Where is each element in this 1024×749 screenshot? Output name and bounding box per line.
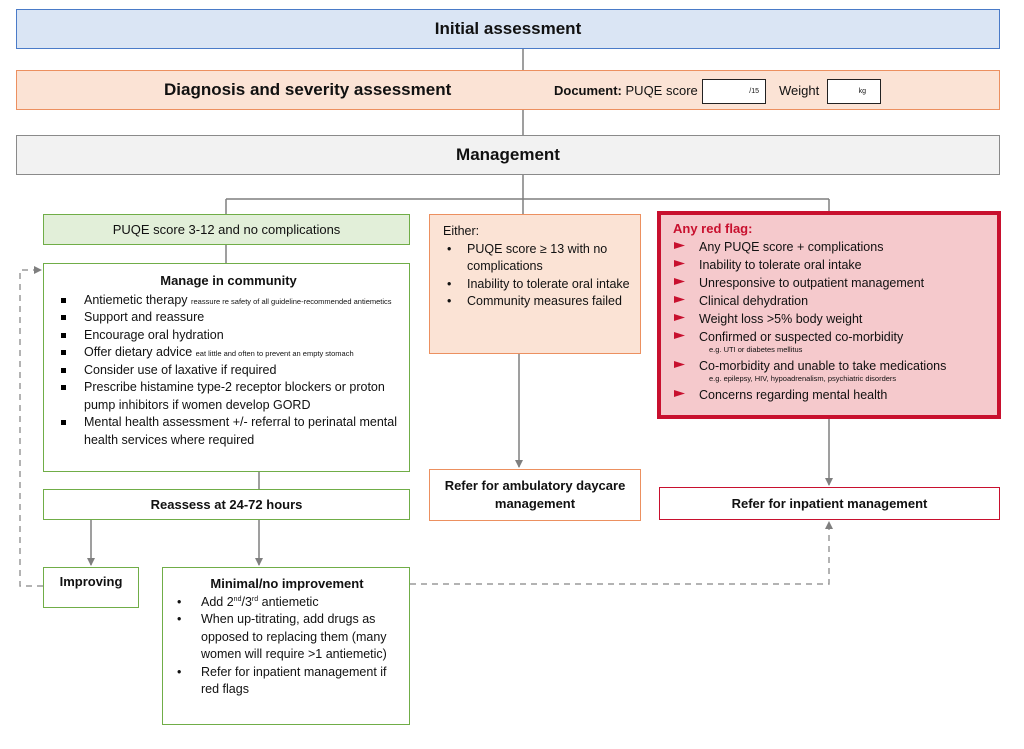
diagnosis-title: Diagnosis and severity assessment [164, 80, 452, 99]
weight-unit: kg [858, 88, 866, 95]
red-flag-icon [674, 314, 685, 321]
community-list: Antiemetic therapy reassure re safety of… [58, 292, 399, 450]
dashed-minimal-to-inpatient [410, 521, 833, 585]
minimal-item: Add 2nd/3rd antiemetic [173, 594, 401, 612]
initial-assessment-box: Initial assessment [16, 9, 1000, 49]
minimal-title: Minimal/no improvement [210, 576, 364, 591]
red-flag-item: Clinical dehydration [673, 292, 989, 310]
red-flag-item: Inability to tolerate oral intake [673, 256, 989, 274]
inpatient-management-box: Refer for inpatient management [659, 487, 1000, 520]
inpatient-management-text: Refer for inpatient management [731, 496, 928, 511]
community-item: Offer dietary advice eat little and ofte… [58, 344, 399, 362]
weight-label: Weight [779, 83, 820, 98]
minimal-list: Add 2nd/3rd antiemetic When up-titrating… [173, 594, 401, 699]
diagnosis-severity-box: Diagnosis and severity assessment Docume… [16, 70, 1000, 110]
improving-text: Improving [59, 574, 123, 589]
manage-in-community-box: Manage in community Antiemetic therapy r… [43, 263, 410, 472]
community-item-note: eat little and often to prevent an empty… [195, 349, 354, 358]
ambulatory-item: PUQE score ≥ 13 with no complications [443, 241, 632, 276]
red-flag-item: Any PUQE score + complications [673, 238, 989, 256]
puqe-score-label: PUQE score [625, 83, 698, 98]
red-flag-item: Weight loss >5% body weight [673, 310, 989, 328]
ambulatory-criteria-box: Either: PUQE score ≥ 13 with no complica… [429, 214, 641, 354]
minimal-item: When up-titrating, add drugs as opposed … [173, 611, 401, 664]
community-item: Encourage oral hydration [58, 327, 399, 345]
reassess-box: Reassess at 24-72 hours [43, 489, 410, 520]
initial-assessment-title: Initial assessment [434, 19, 582, 38]
management-box: Management [16, 135, 1000, 175]
red-flag-item: Unresponsive to outpatient management [673, 274, 989, 292]
ambulatory-item: Inability to tolerate oral intake [443, 276, 632, 294]
minimal-improvement-box: Minimal/no improvement Add 2nd/3rd antie… [162, 567, 410, 725]
red-flag-sub-note: e.g. epilepsy, HIV, hypoadrenalism, psyc… [709, 374, 897, 383]
community-item: Mental health assessment +/- referral to… [58, 414, 399, 449]
red-flag-icon [674, 390, 685, 397]
red-flag-title: Any red flag: [673, 221, 753, 236]
red-flag-icon [674, 296, 685, 303]
community-item-note: reassure re safety of all guideline-reco… [191, 296, 392, 306]
red-flag-icon [674, 242, 685, 249]
red-flag-icon [674, 332, 685, 339]
red-flag-item: Concerns regarding mental health [673, 386, 989, 404]
document-label-group: Document: PUQE score [554, 83, 698, 98]
management-title: Management [456, 145, 560, 164]
document-label: Document: [554, 83, 622, 98]
red-flag-box: Any red flag: Any PUQE score + complicat… [657, 211, 1001, 419]
reassess-text: Reassess at 24-72 hours [150, 497, 303, 512]
red-flag-icon [674, 361, 685, 368]
ambulatory-item: Community measures failed [443, 293, 632, 311]
puqe-score-field[interactable]: /15 [702, 79, 766, 104]
red-flag-list: Any PUQE score + complications Inability… [673, 238, 989, 404]
community-item: Antiemetic therapy reassure re safety of… [58, 292, 399, 310]
improving-box: Improving [43, 567, 139, 608]
ambulatory-daycare-text: Refer for ambulatory daycare management [444, 478, 626, 511]
puqe-score-unit: /15 [749, 88, 759, 95]
red-flag-item: Co-morbidity and unable to take medicati… [673, 357, 989, 375]
community-criteria-text: PUQE score 3-12 and no complications [112, 222, 341, 237]
weight-field[interactable]: kg [827, 79, 881, 104]
red-flag-sub-note: e.g. UTI or diabetes mellitus [709, 345, 803, 354]
red-flag-icon [674, 278, 685, 285]
community-item: Support and reassure [58, 309, 399, 327]
dashed-loop-improving-community [19, 266, 43, 587]
minimal-item: Refer for inpatient management if red fl… [173, 664, 401, 699]
red-flag-item: Confirmed or suspected co-morbidity [673, 328, 989, 346]
community-criteria-box: PUQE score 3-12 and no complications [43, 214, 410, 245]
red-flag-icon [674, 260, 685, 267]
either-label: Either: [443, 224, 480, 238]
ambulatory-daycare-box: Refer for ambulatory daycare management [429, 469, 641, 521]
community-item: Consider use of laxative if required [58, 362, 399, 380]
community-item: Prescribe histamine type-2 receptor bloc… [58, 379, 399, 414]
community-title: Manage in community [160, 273, 297, 288]
ambulatory-list: PUQE score ≥ 13 with no complications In… [443, 241, 632, 311]
